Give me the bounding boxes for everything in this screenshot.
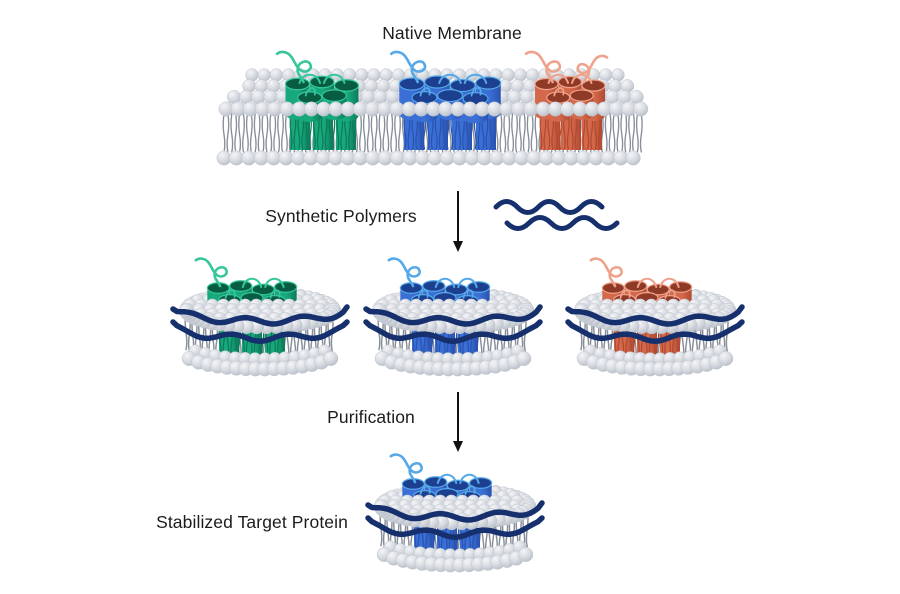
synthetic-polymer-strands	[493, 199, 620, 231]
disc-lipid-bottom	[181, 351, 339, 377]
disc-lipid-bottom	[376, 547, 534, 573]
native-membrane	[216, 50, 649, 166]
label-stabilized-target-protein: Stabilized Target Protein	[156, 512, 348, 532]
arrow-purification	[453, 392, 463, 452]
lipid-bottom-row	[216, 150, 641, 166]
label-synthetic-polymers: Synthetic Polymers	[265, 206, 417, 226]
disc-lipid-bottom	[374, 351, 532, 377]
polymer-belt	[170, 304, 350, 344]
polymer-belt	[363, 304, 543, 344]
protein-tm-region-green	[289, 112, 356, 150]
arrow-add-polymers	[453, 191, 463, 252]
title-native-membrane: Native Membrane	[382, 23, 522, 43]
nanodisc-final-blue	[365, 453, 545, 573]
nanodisc-blue	[363, 257, 543, 377]
label-purification: Purification	[327, 407, 415, 427]
disc-lipid-bottom	[576, 351, 734, 377]
lipid-front-row	[218, 101, 649, 117]
nanodisc-green	[170, 257, 350, 377]
nanodisc-orange	[565, 257, 745, 377]
polymer-belt	[565, 304, 745, 344]
polymer-belt	[365, 500, 545, 540]
